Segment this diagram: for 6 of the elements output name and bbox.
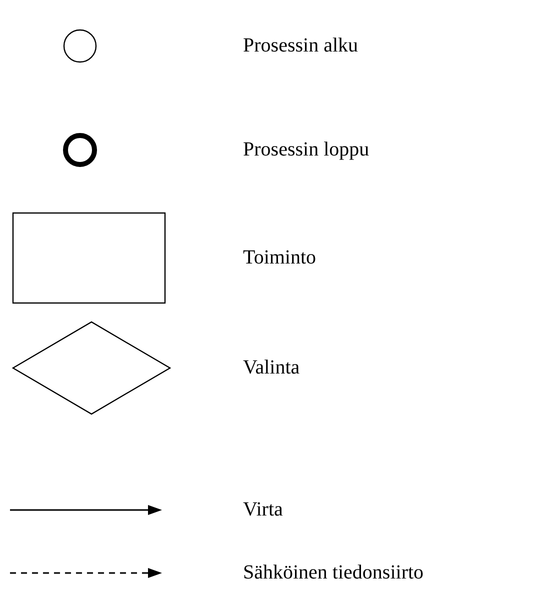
legend-label: Valinta <box>243 356 300 380</box>
legend-label: Toiminto <box>243 246 316 270</box>
legend-label: Prosessin alku <box>243 34 358 58</box>
legend-label: Prosessin loppu <box>243 138 370 162</box>
legend-label: Virta <box>243 498 283 522</box>
legend-label: Sähköinen tiedonsiirto <box>243 562 424 584</box>
